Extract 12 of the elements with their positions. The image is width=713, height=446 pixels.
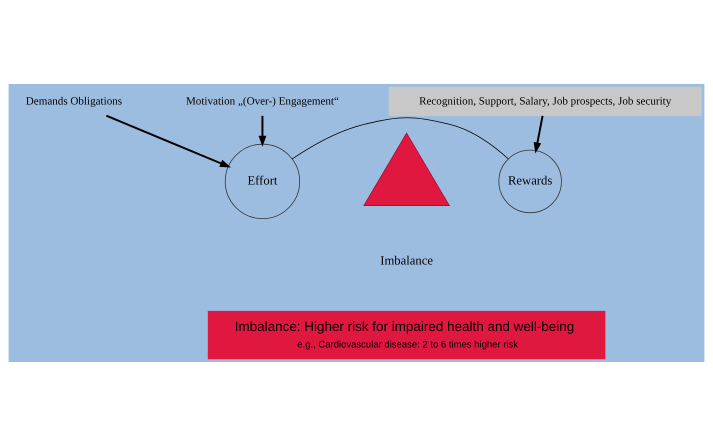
node-box: Recognition, Support, Salary, Job prospects, Job security xyxy=(388,86,702,116)
node-triangle xyxy=(363,132,450,206)
node-circle: Effort xyxy=(224,144,300,220)
node-circle: Rewards xyxy=(498,150,562,214)
node-label: Imbalance xyxy=(380,253,433,268)
arrow xyxy=(258,116,266,147)
node-text: Demands Obligations xyxy=(26,95,122,108)
connector xyxy=(292,117,509,160)
node-box: Imbalance: Higher risk for impaired health and well-being e.g., Cardiovascular disease: 2 to 6 times higher risk xyxy=(208,310,606,360)
arrow xyxy=(106,114,231,168)
arrow xyxy=(534,116,544,154)
node-text: Motivation „(Over-) Engagement“ xyxy=(186,95,339,108)
